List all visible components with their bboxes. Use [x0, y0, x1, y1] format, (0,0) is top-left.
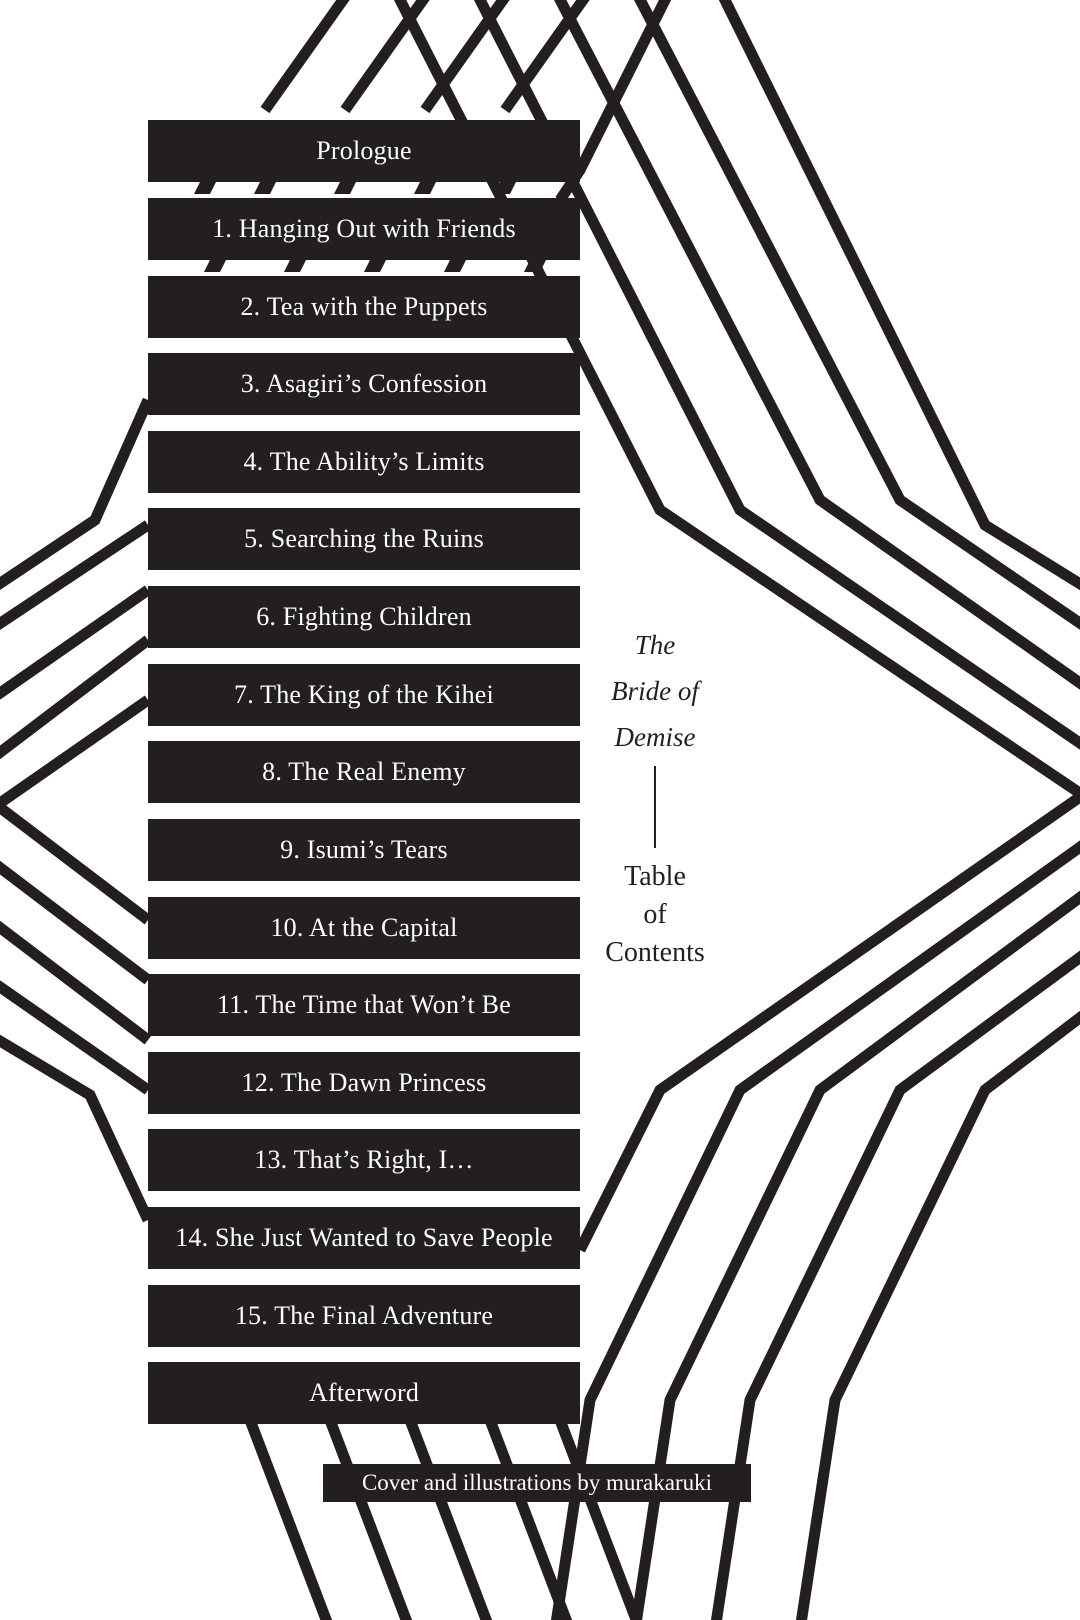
slanted-gap-mark: [494, 182, 516, 194]
diagonal-line: [0, 585, 152, 700]
toc-item-chapter-6[interactable]: 6. Fighting Children: [148, 586, 580, 648]
diagonal-line: [710, 950, 1080, 1620]
diagonal-line: [404, 1418, 493, 1620]
toc-item-chapter-13[interactable]: 13. That’s Right, I…: [148, 1129, 580, 1191]
book-title-line-1: The: [634, 630, 676, 660]
toc-item-chapter-15[interactable]: 15. The Final Adventure: [148, 1285, 580, 1347]
toc-item-chapter-7[interactable]: 7. The King of the Kihei: [148, 664, 580, 726]
diagonal-line: [244, 1418, 333, 1620]
diagonal-line: [550, 840, 1080, 1620]
toc-item-afterword[interactable]: Afterword: [148, 1362, 580, 1424]
contents-heading-line-2: of: [643, 899, 667, 930]
slanted-gap-mark: [204, 260, 226, 272]
toc-item-chapter-5[interactable]: 5. Searching the Ruins: [148, 508, 580, 570]
diagonal-line: [0, 520, 152, 630]
diagonal-line: [340, 0, 430, 114]
diagonal-line: [0, 920, 152, 1045]
title-divider: [654, 766, 656, 848]
toc-item-prologue[interactable]: Prologue: [148, 120, 580, 182]
toc-item-chapter-4[interactable]: 4. The Ability’s Limits: [148, 431, 580, 493]
contents-heading-line-1: Table: [624, 861, 686, 892]
toc-item-chapter-8[interactable]: 8. The Real Enemy: [148, 741, 580, 803]
slanted-gap-mark: [414, 182, 436, 194]
diagonal-line: [484, 1418, 573, 1620]
toc-item-chapter-10[interactable]: 10. At the Capital: [148, 897, 580, 959]
diagonal-line: [500, 0, 590, 114]
illustration-credit: Cover and illustrations by murakaruki: [323, 1464, 751, 1502]
diagonal-line: [555, 0, 672, 204]
diagonal-line: [553, 0, 1080, 690]
toc-item-chapter-14[interactable]: 14. She Just Wanted to Save People: [148, 1207, 580, 1269]
toc-item-chapter-12[interactable]: 12. The Dawn Princess: [148, 1052, 580, 1114]
book-title-line-3: Demise: [614, 722, 696, 752]
toc-item-chapter-2[interactable]: 2. Tea with the Puppets: [148, 276, 580, 338]
diagonal-line: [0, 860, 152, 985]
diagonal-line: [260, 0, 350, 114]
contents-heading-line-3: Contents: [605, 937, 705, 968]
book-title-line-2: Bride of: [611, 676, 699, 706]
diagonal-line: [633, 0, 1080, 630]
diagonal-line: [0, 1034, 153, 1223]
diagonal-line: [0, 695, 152, 810]
diagonal-line: [575, 790, 1080, 1253]
diagonal-line: [795, 1010, 1080, 1620]
diagonal-line: [324, 1418, 413, 1620]
slanted-gap-mark: [524, 260, 546, 272]
slanted-gap-mark: [444, 260, 466, 272]
diagonal-line: [0, 635, 152, 760]
diagonal-line: [718, 0, 1080, 591]
diagonal-line: [0, 397, 154, 590]
toc-item-chapter-3[interactable]: 3. Asagiri’s Confession: [148, 353, 580, 415]
slanted-gap-mark: [364, 260, 386, 272]
slanted-gap-mark: [254, 182, 276, 194]
diagonal-line: [0, 800, 152, 925]
toc-item-chapter-9[interactable]: 9. Isumi’s Tears: [148, 819, 580, 881]
slanted-gap-mark: [194, 182, 216, 194]
diagonal-line: [0, 980, 152, 1095]
diagonal-line: [420, 0, 510, 114]
toc-item-chapter-11[interactable]: 11. The Time that Won’t Be: [148, 974, 580, 1036]
slanted-gap-mark: [284, 260, 306, 272]
slanted-gap-mark: [334, 182, 356, 194]
diagonal-line: [554, 1418, 643, 1620]
diagonal-line: [630, 890, 1080, 1620]
title-block: The Bride of Demise Table of Contents: [590, 618, 720, 976]
toc-item-chapter-1[interactable]: 1. Hanging Out with Friends: [148, 198, 580, 260]
